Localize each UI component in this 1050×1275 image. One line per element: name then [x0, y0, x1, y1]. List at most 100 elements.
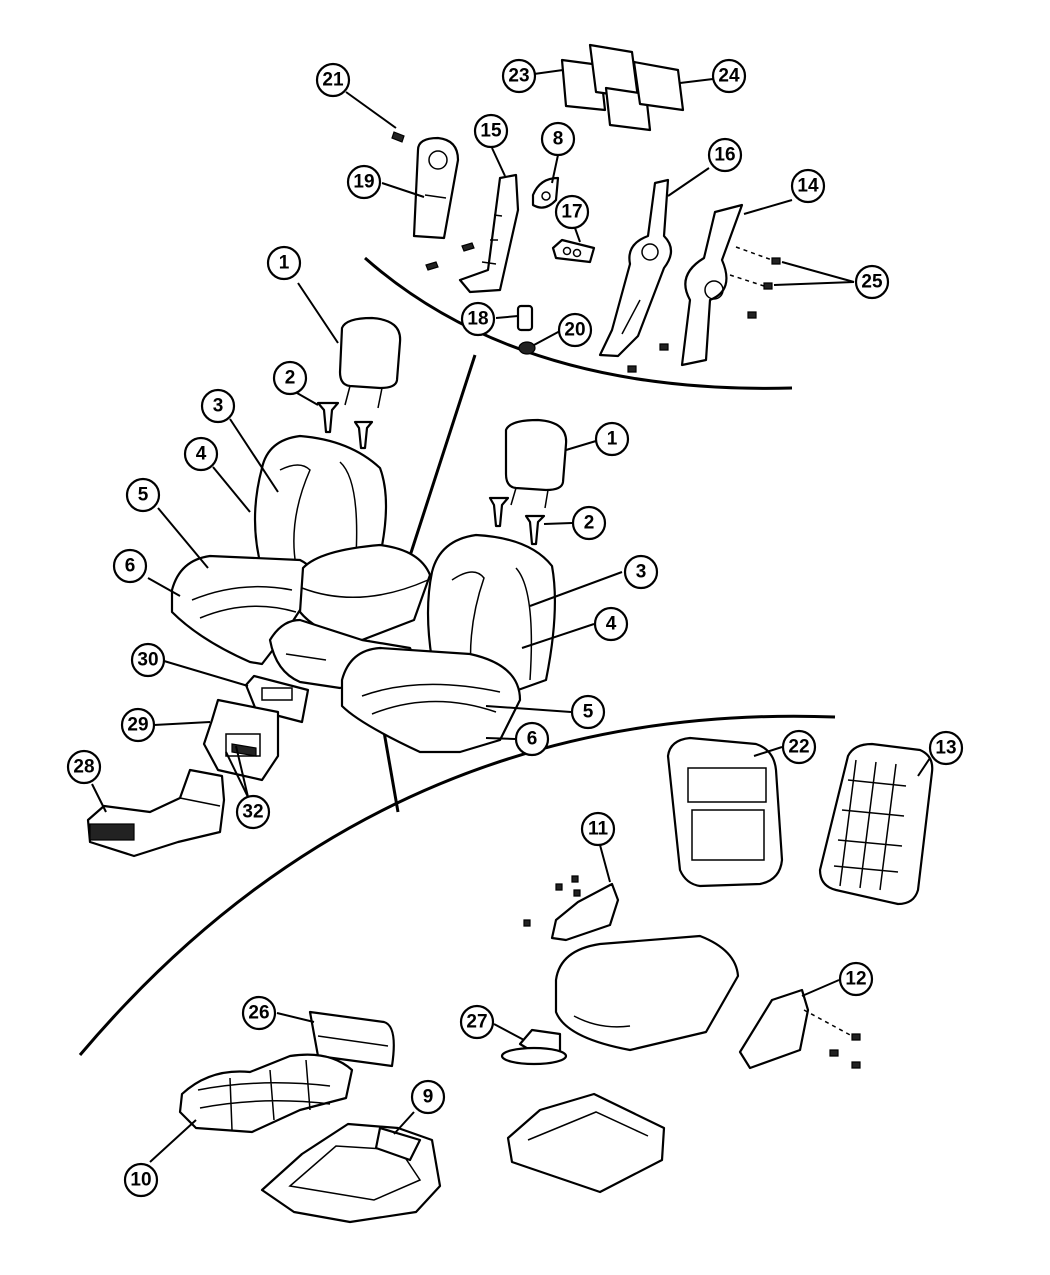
upper-section-arc [364, 256, 793, 390]
svg-text:18: 18 [467, 309, 488, 330]
pan-9 [260, 1122, 442, 1224]
callout-29: 29 [120, 707, 156, 743]
svg-text:32: 32 [242, 802, 263, 823]
switch-17 [551, 238, 596, 264]
duct-28 [86, 768, 226, 858]
hinge-15 [458, 173, 520, 294]
callout-16: 16 [707, 137, 743, 173]
callout-22: 22 [781, 729, 817, 765]
callout-27: 27 [459, 1004, 495, 1040]
callout-17: 17 [554, 194, 590, 230]
svg-text:5: 5 [583, 702, 594, 723]
callout-1-left: 1 [266, 245, 302, 281]
cover-26 [308, 1010, 395, 1068]
hinge-12 [738, 988, 861, 1070]
callout-30: 30 [130, 642, 166, 678]
housing-29 [202, 698, 280, 782]
svg-text:26: 26 [248, 1003, 269, 1024]
switch-27 [500, 1028, 568, 1066]
svg-text:5: 5 [138, 485, 149, 506]
callout-2-left: 2 [272, 360, 308, 396]
headrest-left [338, 316, 402, 409]
upper-divider-line [406, 354, 477, 563]
backrest-panel-23-24 [560, 43, 685, 132]
svg-text:24: 24 [718, 66, 740, 87]
callout-6-right: 6 [514, 721, 550, 757]
callout-5-right: 5 [570, 694, 606, 730]
svg-text:23: 23 [508, 66, 529, 87]
callout-26: 26 [241, 995, 277, 1031]
callout-14: 14 [790, 168, 826, 204]
bracket-19 [412, 136, 460, 240]
svg-text:2: 2 [285, 368, 296, 389]
svg-text:11: 11 [588, 819, 609, 840]
callout-8: 8 [540, 121, 576, 157]
svg-text:30: 30 [137, 650, 158, 671]
lower-section-arc [78, 714, 836, 1056]
callout-21: 21 [315, 62, 351, 98]
svg-text:27: 27 [466, 1012, 487, 1033]
svg-text:20: 20 [564, 320, 585, 341]
leader-lines [91, 69, 931, 1163]
callout-23: 23 [501, 58, 537, 94]
callout-25: 25 [854, 264, 890, 300]
callout-3-right: 3 [623, 554, 659, 590]
svg-text:17: 17 [561, 202, 582, 223]
seatback-right [426, 533, 557, 692]
callout-1-right: 1 [594, 421, 630, 457]
svg-text:16: 16 [714, 145, 735, 166]
cushion-right [340, 646, 522, 754]
callout-11: 11 [580, 811, 616, 847]
svg-text:1: 1 [607, 429, 618, 450]
svg-text:9: 9 [423, 1087, 434, 1108]
callout-20: 20 [557, 312, 593, 348]
back-panel-22 [666, 736, 784, 888]
callout-5-left: 5 [125, 477, 161, 513]
svg-text:1: 1 [279, 253, 290, 274]
knob-20 [518, 341, 536, 355]
callouts: 21 23 24 15 8 16 14 19 17 25 18 20 1 2 3… [66, 58, 964, 1198]
callout-18: 18 [460, 301, 496, 337]
svg-text:28: 28 [73, 757, 94, 778]
small-bracket-8 [531, 176, 560, 209]
callout-19: 19 [346, 164, 382, 200]
callout-9: 9 [410, 1079, 446, 1115]
svg-text:25: 25 [861, 272, 883, 293]
callout-2-right: 2 [571, 505, 607, 541]
svg-text:4: 4 [606, 614, 617, 635]
svg-text:6: 6 [125, 556, 136, 577]
svg-text:2: 2 [584, 513, 595, 534]
svg-text:14: 14 [797, 176, 819, 197]
svg-text:10: 10 [130, 1170, 151, 1191]
callout-24: 24 [711, 58, 747, 94]
svg-text:3: 3 [636, 562, 647, 583]
headrest-right [504, 418, 568, 509]
callout-32: 32 [235, 794, 271, 830]
callout-28: 28 [66, 749, 102, 785]
guides-right [488, 496, 546, 546]
callout-13: 13 [928, 730, 964, 766]
svg-text:21: 21 [322, 70, 344, 91]
hinge-11 [523, 875, 620, 942]
callout-4-left: 4 [183, 436, 219, 472]
screw-21 [391, 131, 405, 143]
back-frame-13 [818, 742, 934, 906]
cushion-frame-lower [554, 934, 740, 1052]
svg-text:22: 22 [788, 737, 809, 758]
clip-18 [516, 304, 534, 332]
svg-text:15: 15 [480, 121, 502, 142]
svg-text:8: 8 [553, 129, 564, 150]
guides-left [316, 401, 374, 450]
svg-text:29: 29 [127, 715, 148, 736]
seatback-left [253, 434, 388, 580]
cover-14 [680, 203, 744, 367]
callout-4-right: 4 [593, 606, 629, 642]
callout-15: 15 [473, 113, 509, 149]
pan-lower-right [506, 1092, 666, 1194]
callout-6-left: 6 [112, 548, 148, 584]
svg-text:19: 19 [353, 172, 374, 193]
callout-12: 12 [838, 961, 874, 997]
svg-text:13: 13 [935, 738, 956, 759]
recliner-16 [598, 178, 673, 358]
